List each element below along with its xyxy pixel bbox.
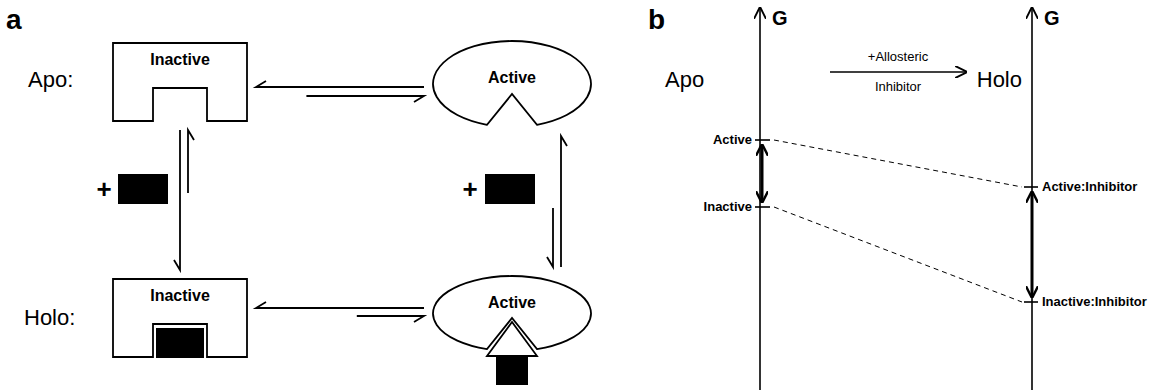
state-label: Apo:: [28, 67, 73, 93]
half-arrow: [547, 208, 553, 267]
half-arrow: [357, 316, 424, 322]
inactive-state: Inactive: [112, 278, 248, 358]
ligand-block: [118, 174, 168, 204]
equilibrium-arrow: [174, 130, 194, 270]
equilibrium-arrow: [256, 302, 424, 322]
half-arrow: [306, 96, 424, 102]
equilibrium-arrow: [547, 136, 567, 267]
level-tick: [755, 206, 770, 208]
axis-label: G: [1044, 6, 1060, 30]
state-name: Active: [432, 293, 592, 312]
half-arrow: [188, 130, 194, 193]
state-label: Apo: [665, 67, 704, 93]
axis-label: G: [772, 6, 788, 30]
induced-site: [487, 322, 537, 356]
level-label: Inactive:Inhibitor: [1042, 294, 1147, 310]
panel-letter: b: [648, 3, 665, 37]
protein-outline: [113, 279, 247, 357]
transition-arrow: [830, 71, 966, 72]
state-name: Inactive: [112, 50, 248, 69]
ligand-block: [485, 174, 535, 204]
energy-gap-arrow: [1031, 192, 1034, 297]
state-name: Active: [432, 68, 592, 87]
energy-axis: [1031, 8, 1033, 390]
energy-gap-arrow: [761, 145, 764, 202]
state-outline: [432, 275, 592, 352]
state-label: Holo:: [24, 305, 75, 331]
level-label: Inactive: [704, 199, 752, 215]
active-state: Active: [432, 40, 592, 128]
half-arrow: [561, 136, 567, 267]
plus-sign: +: [96, 174, 111, 205]
bound-inhibitor: [156, 328, 204, 358]
protein-outline: [113, 43, 247, 121]
state-label: Holo: [977, 67, 1022, 93]
dashed-guide: [774, 140, 1022, 187]
dashed-guide: [774, 207, 1022, 302]
equilibrium-arrow: [256, 81, 424, 102]
protein-outline: [433, 41, 591, 125]
half-arrow: [256, 81, 424, 87]
level-tick: [755, 139, 770, 141]
state-name: Inactive: [112, 286, 248, 305]
level-tick: [1024, 186, 1038, 188]
half-arrow: [174, 130, 180, 270]
inactive-state: Inactive: [112, 42, 248, 122]
level-label: Active: [713, 132, 752, 148]
half-arrow: [256, 302, 424, 308]
panel-letter: a: [6, 3, 22, 37]
level-tick: [1024, 301, 1038, 303]
transition-label: +Allosteric Inhibitor: [852, 42, 944, 102]
level-label: Active:Inhibitor: [1042, 179, 1137, 195]
plus-sign: +: [462, 174, 477, 205]
bound-inhibitor: [496, 357, 528, 385]
active-state: Active: [432, 275, 592, 352]
